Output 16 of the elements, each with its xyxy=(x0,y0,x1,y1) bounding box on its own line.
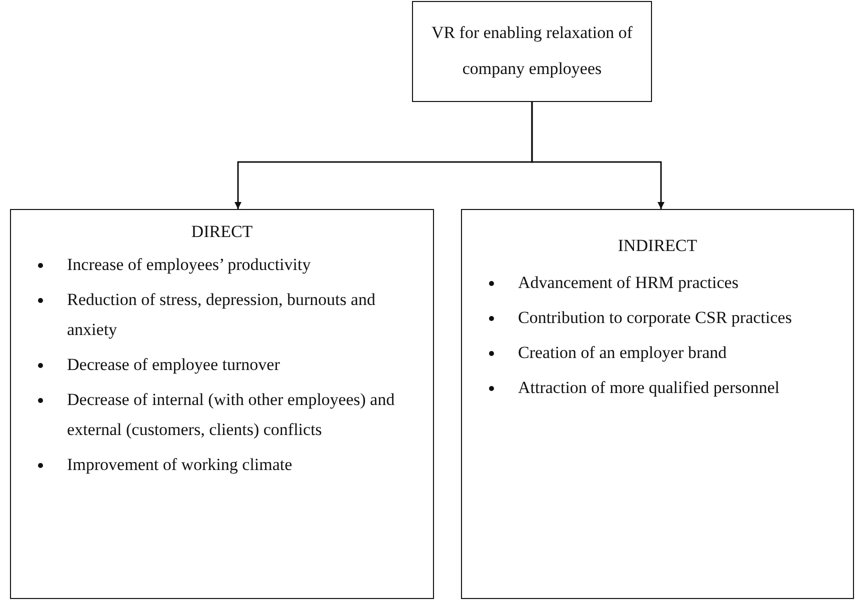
heading-text: DIRECT xyxy=(190,221,254,243)
bullet-item: Improvement of working climate xyxy=(11,450,413,480)
connector-arrow xyxy=(531,102,664,209)
bullet-item: Contribution to corporate CSR practices xyxy=(462,303,849,333)
bullet-item: Reduction of stress, depression, burnouts and anxiety xyxy=(11,285,413,345)
text-box xyxy=(461,209,854,599)
text-box xyxy=(10,209,434,599)
bullet-item: Advancement of HRM practices xyxy=(462,268,849,298)
bullet-item: Increase of employees’ productivity xyxy=(11,250,413,280)
bullet-item: Decrease of employee turnover xyxy=(11,350,413,380)
text-box xyxy=(412,1,652,102)
title-text: VR for enabling relaxation of company employees xyxy=(430,22,634,80)
bullet-item: Decrease of internal (with other employees) and external (customers, clients) conflicts xyxy=(11,385,413,445)
bullet-item: Attraction of more qualified personnel xyxy=(462,373,849,403)
bullet-item: Creation of an employer brand xyxy=(462,338,849,368)
heading-text: INDIRECT xyxy=(616,235,698,257)
